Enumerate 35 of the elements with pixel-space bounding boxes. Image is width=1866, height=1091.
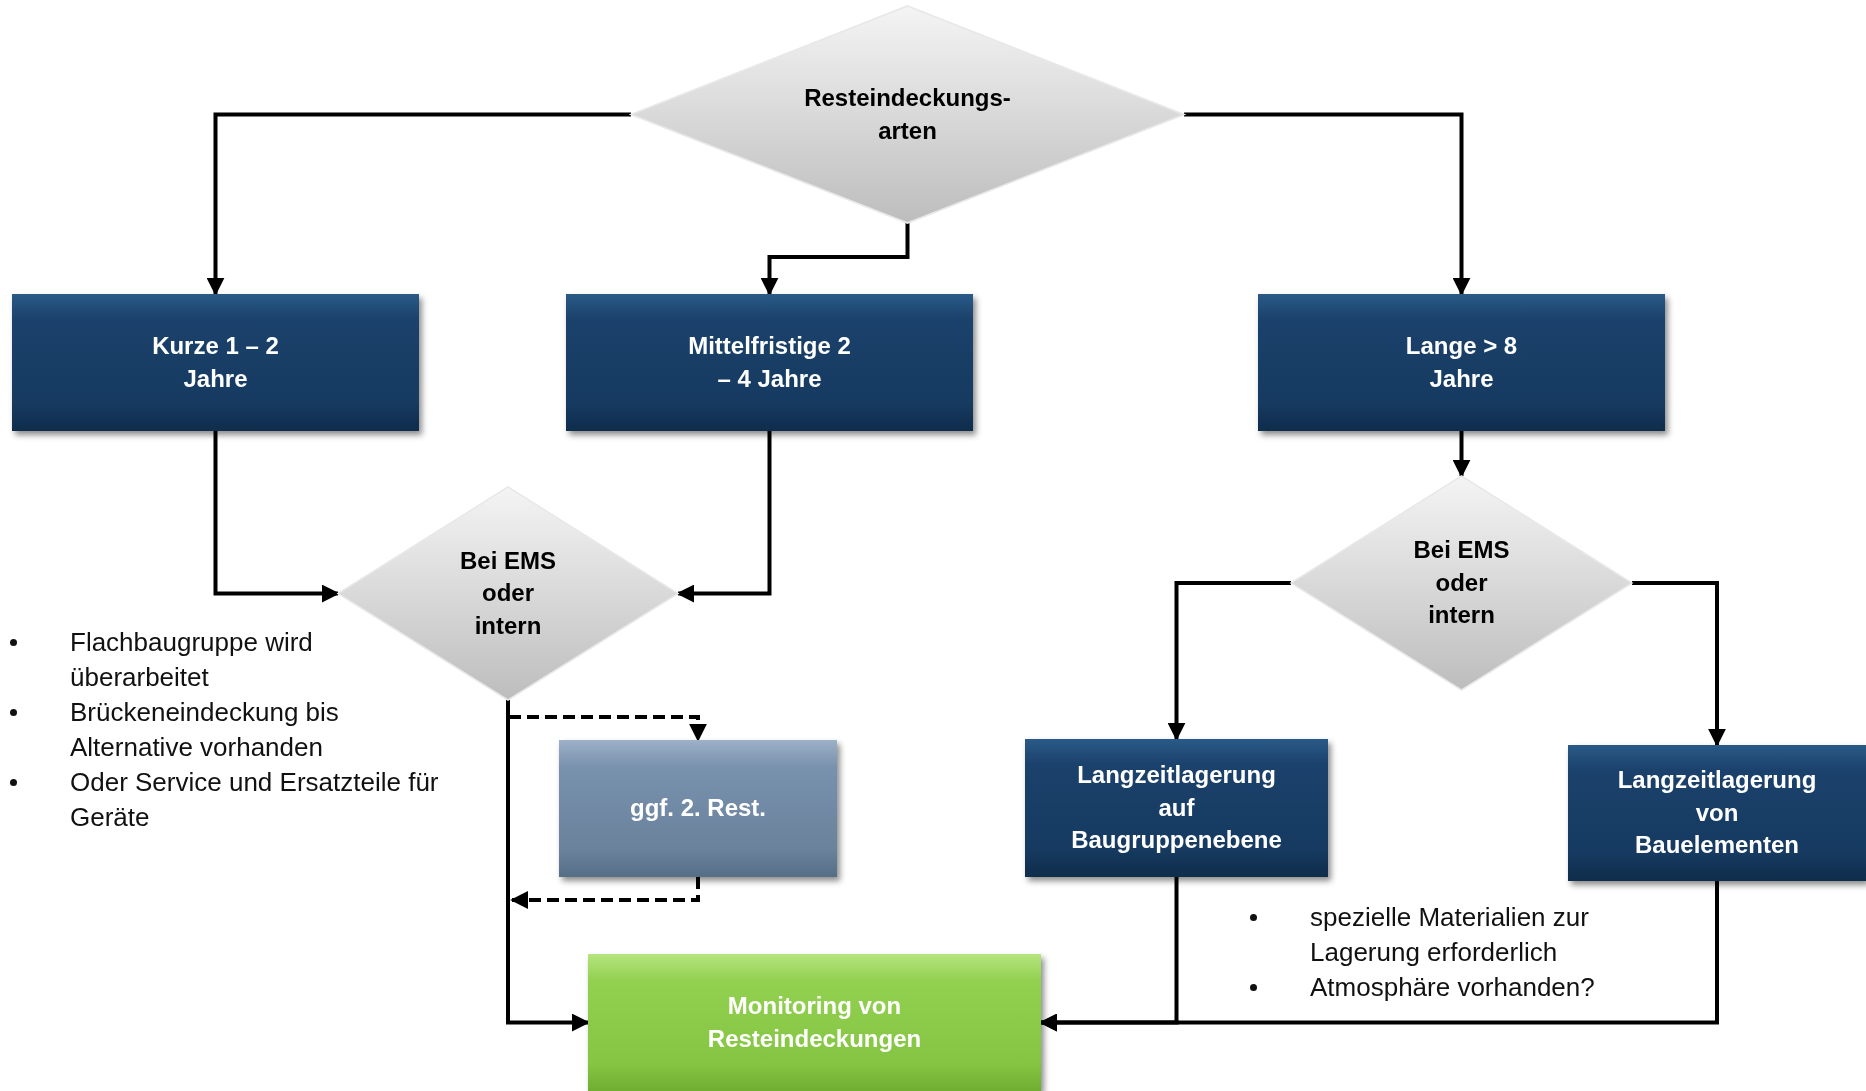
decision-diamond [1291, 476, 1632, 690]
bullet-text: Flachbaugruppe wird überarbeitet [0, 625, 450, 695]
bullet-text: Oder Service und Ersatzteile für Geräte [0, 765, 450, 835]
arrow [676, 431, 772, 603]
arrow [206, 112, 631, 296]
bullet-text: Atmosphäre vorhanden? [1240, 970, 1690, 1005]
node-label: Kurze 1 – 2 Jahre [151, 331, 280, 394]
process-box [1258, 294, 1665, 431]
node-label: Monitoring von Resteindeckungen [706, 991, 923, 1054]
node-label: ggf. 2. Rest. [629, 793, 767, 824]
process-box [559, 740, 837, 877]
process-box [1568, 745, 1866, 881]
bullet-text: Brückeneindeckung bis Alternative vorhanden [0, 695, 450, 765]
process-box [12, 294, 419, 431]
result-box [588, 954, 1041, 1091]
node-label: Langzeitlagerung von Bauelementen [1616, 765, 1818, 861]
bullet-text: spezielle Materialien zur Lagerung erforderlich [1240, 900, 1690, 970]
process-box [566, 294, 973, 431]
node-label: Bei EMS oder intern [459, 545, 557, 641]
node-label: Langzeitlagerung auf Baugruppenebene [1070, 760, 1283, 856]
arrow [506, 700, 590, 1032]
arrow [1184, 112, 1471, 296]
node-label: Mittelfristige 2 – 4 Jahre [687, 331, 852, 394]
arrow [1452, 431, 1471, 478]
decision-diamond [338, 487, 678, 700]
process-box [1025, 739, 1328, 877]
arrow [510, 877, 700, 909]
node-label: Lange > 8 Jahre [1404, 331, 1519, 394]
arrow [213, 431, 340, 603]
arrow [760, 223, 910, 296]
arrow [1632, 581, 1726, 747]
node-label: Resteindeckungs- arten [803, 83, 1012, 146]
arrow [1167, 581, 1291, 741]
decision-diamond [631, 6, 1184, 223]
node-label: Bei EMS oder intern [1412, 535, 1511, 631]
